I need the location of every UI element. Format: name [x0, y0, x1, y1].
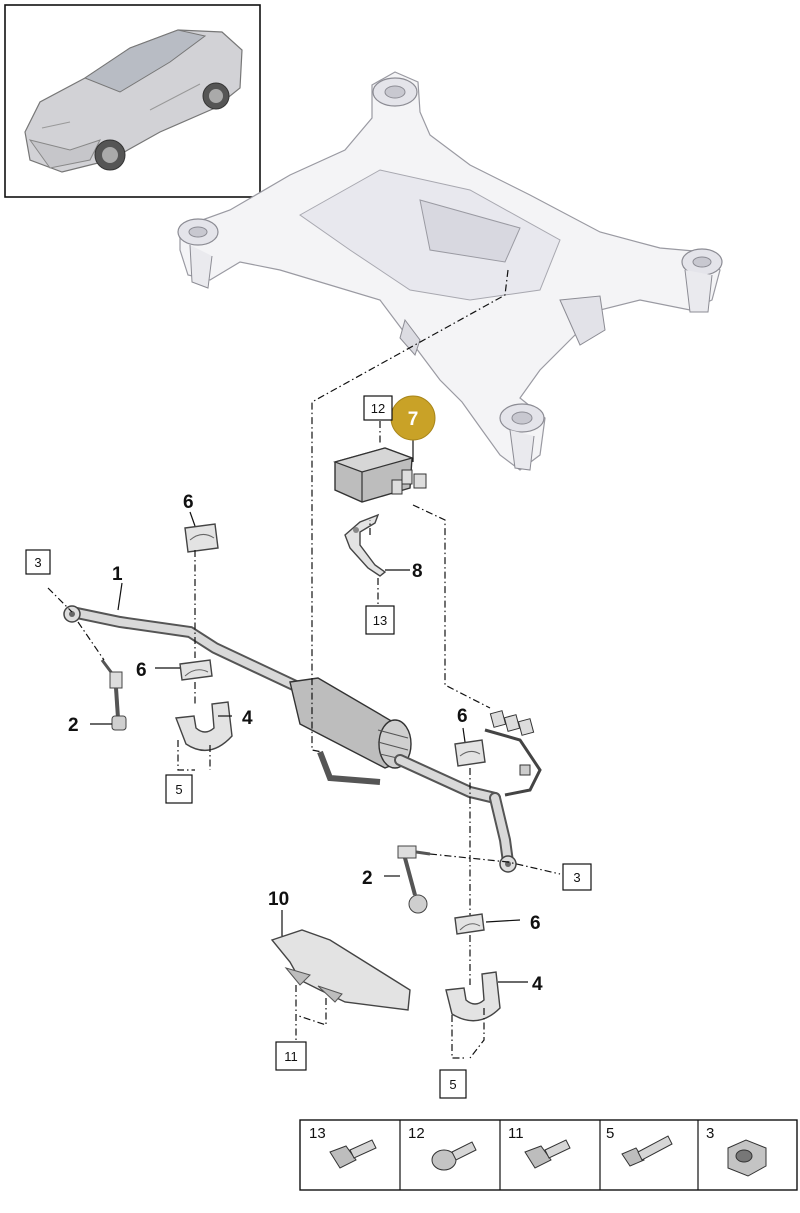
- svg-text:11: 11: [508, 1125, 524, 1142]
- fastener-cell-11: 11: [508, 1125, 571, 1169]
- bushing-3: [454, 739, 486, 767]
- fastener-cell-3: 3: [706, 1125, 767, 1177]
- hex-bolt-icon: [621, 1135, 673, 1167]
- bushing-1: [184, 523, 219, 553]
- fastener-cell-12: 12: [408, 1125, 477, 1171]
- boxed-label-3-left: 3: [25, 549, 51, 575]
- bushing-4: [454, 913, 485, 935]
- callout-6-right: 6: [457, 706, 468, 727]
- boxed-label-3-right: 3: [562, 863, 592, 891]
- bracket: [344, 513, 387, 577]
- callout-6-mid: 6: [136, 660, 147, 681]
- flange-bolt-icon: [329, 1139, 377, 1169]
- flange-bolt-icon: [524, 1139, 571, 1169]
- svg-text:13: 13: [373, 613, 387, 628]
- anti-roll-bar: [63, 605, 542, 873]
- boxed-label-11: 11: [275, 1041, 307, 1071]
- svg-text:13: 13: [309, 1125, 326, 1142]
- fastener-cell-5: 5: [606, 1125, 673, 1167]
- rear-subframe: [177, 71, 723, 471]
- boxed-label-13: 13: [365, 605, 395, 635]
- callout-2-right: 2: [362, 868, 373, 889]
- callout-7: 7: [408, 409, 419, 430]
- callout-7-highlight: 7: [390, 395, 436, 441]
- svg-text:12: 12: [371, 401, 385, 416]
- svg-text:12: 12: [408, 1125, 425, 1142]
- svg-text:5: 5: [606, 1125, 614, 1142]
- svg-text:3: 3: [573, 870, 580, 885]
- round-head-bolt-icon: [431, 1141, 477, 1171]
- coupling-link-right: [397, 845, 431, 914]
- hex-nut-icon: [727, 1139, 767, 1177]
- coupling-link-left: [100, 659, 127, 731]
- callout-4-left: 4: [242, 708, 253, 729]
- boxed-label-12: 12: [363, 395, 393, 421]
- assembly-lines: [47, 269, 561, 1059]
- callout-10: 10: [268, 889, 289, 910]
- svg-text:5: 5: [175, 782, 182, 797]
- bushing-2: [179, 659, 213, 681]
- callout-6-top: 6: [183, 492, 194, 513]
- fastener-table: 13 12 11 5: [299, 1119, 798, 1191]
- boxed-label-5-right: 5: [439, 1069, 467, 1099]
- vehicle-thumbnail: [4, 4, 261, 198]
- leader-lines: [90, 437, 528, 983]
- clamp-right: [445, 971, 501, 1022]
- fastener-cell-13: 13: [309, 1125, 377, 1169]
- svg-text:3: 3: [706, 1125, 714, 1142]
- callout-1: 1: [112, 564, 123, 585]
- callout-6-bottom: 6: [530, 913, 541, 934]
- clamp-left: [175, 701, 233, 752]
- callout-4-right: 4: [532, 974, 543, 995]
- control-unit: [333, 447, 427, 503]
- callout-2-left: 2: [68, 715, 79, 736]
- heat-shield: [270, 929, 411, 1011]
- callout-8: 8: [412, 561, 423, 582]
- svg-text:3: 3: [34, 555, 41, 570]
- svg-text:5: 5: [449, 1077, 456, 1092]
- boxed-label-5-left: 5: [165, 774, 193, 804]
- svg-text:11: 11: [284, 1049, 298, 1064]
